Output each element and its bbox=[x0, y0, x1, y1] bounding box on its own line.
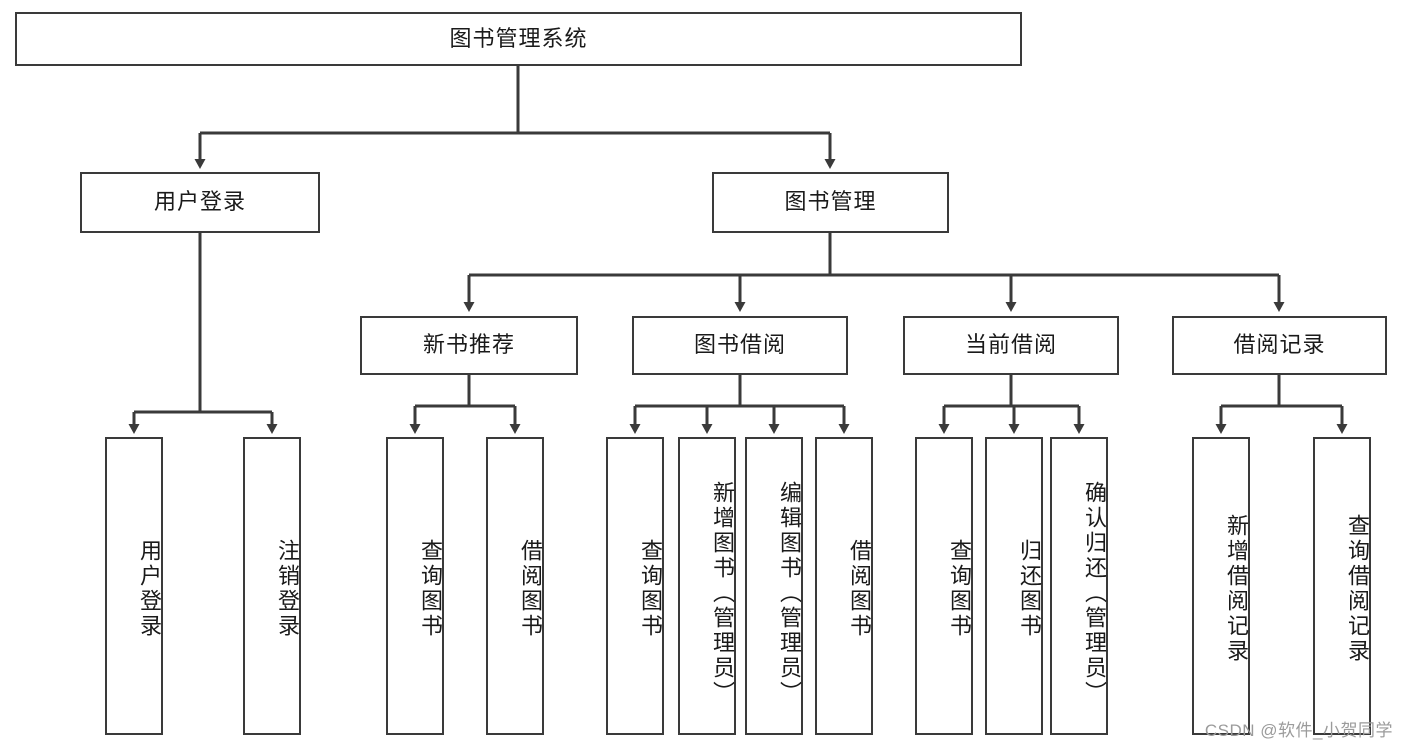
leaf-logout[interactable]: 注销登录 bbox=[243, 437, 301, 735]
leaf-confirm-return-admin[interactable]: 确认归还（管理员） bbox=[1050, 437, 1108, 735]
leaf-query-book-2[interactable]: 查询图书 bbox=[606, 437, 664, 735]
leaf-query-book-3[interactable]: 查询图书 bbox=[915, 437, 973, 735]
leaf-query-book-1[interactable]: 查询图书 bbox=[386, 437, 444, 735]
edge-group-current-borrow bbox=[938, 375, 1085, 434]
node-current-borrow[interactable]: 当前借阅 bbox=[903, 316, 1119, 375]
leaf-borrow-book-1[interactable]: 借阅图书 bbox=[486, 437, 544, 735]
leaf-add-book-admin[interactable]: 新增图书（管理员） bbox=[678, 437, 736, 735]
node-new-book-recommend[interactable]: 新书推荐 bbox=[360, 316, 578, 375]
edge-group-book-management bbox=[463, 233, 1285, 312]
edge-group-user-login bbox=[128, 233, 278, 434]
leaf-edit-book-admin[interactable]: 编辑图书（管理员） bbox=[745, 437, 803, 735]
leaf-query-borrow-record[interactable]: 查询借阅记录 bbox=[1313, 437, 1371, 735]
node-book-borrow[interactable]: 图书借阅 bbox=[632, 316, 848, 375]
node-book-management[interactable]: 图书管理 bbox=[712, 172, 949, 233]
edge-group-new-book-recommend bbox=[409, 375, 521, 434]
leaf-add-borrow-record[interactable]: 新增借阅记录 bbox=[1192, 437, 1250, 735]
edge-group-book-borrow bbox=[629, 375, 850, 434]
leaf-user-login[interactable]: 用户登录 bbox=[105, 437, 163, 735]
csdn-watermark: CSDN @软件_小贺同学 bbox=[1204, 721, 1393, 740]
node-user-login[interactable]: 用户登录 bbox=[80, 172, 320, 233]
node-borrow-record[interactable]: 借阅记录 bbox=[1172, 316, 1387, 375]
node-root[interactable]: 图书管理系统 bbox=[15, 12, 1022, 66]
leaf-borrow-book-2[interactable]: 借阅图书 bbox=[815, 437, 873, 735]
edge-group-borrow-record bbox=[1215, 375, 1348, 434]
edge-group-root bbox=[194, 66, 836, 169]
leaf-return-book[interactable]: 归还图书 bbox=[985, 437, 1043, 735]
